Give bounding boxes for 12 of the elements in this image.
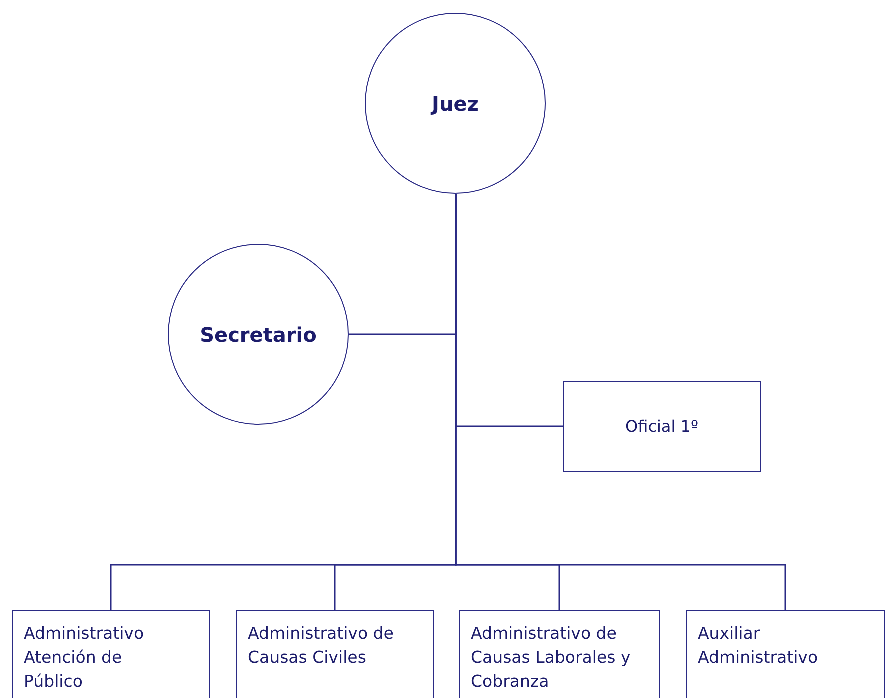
unit-box	[12, 610, 210, 698]
role-label: Administrativo de Causas Laborales y Cobranza	[471, 623, 632, 693]
role-label: Auxiliar Administrativo	[698, 623, 820, 669]
role-label: Juez	[432, 92, 479, 116]
unit-box	[236, 610, 434, 698]
role-box	[563, 381, 761, 472]
role-label: Secretario	[200, 322, 317, 346]
unit-box	[686, 610, 885, 698]
role-label: Administrativo Atención de Público	[24, 623, 146, 693]
role-label: Administrativo de Causas Civiles	[248, 623, 395, 669]
unit-box	[459, 610, 660, 698]
role-label: Oficial 1º	[626, 417, 698, 436]
